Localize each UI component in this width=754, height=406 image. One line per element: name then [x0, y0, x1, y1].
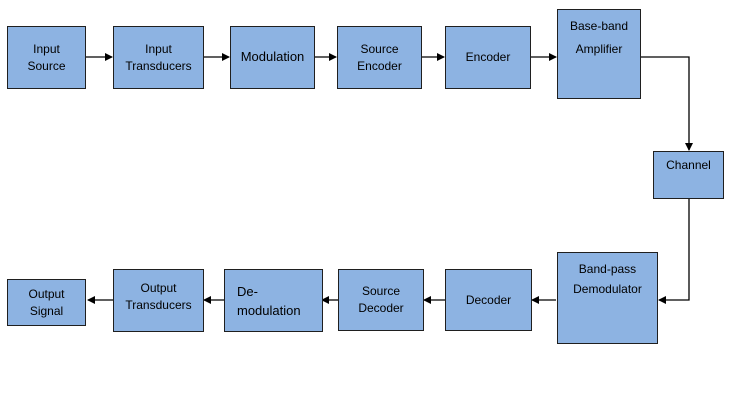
source-decoder-block: Source Decoder — [338, 269, 424, 331]
decoder-block: Decoder — [445, 269, 532, 331]
source-encoder-block: Source Encoder — [337, 26, 422, 89]
arrow-channel-to-bandpass-demodulator — [658, 199, 690, 304]
baseband-amplifier-block: Base-band Amplifier — [557, 9, 641, 99]
output-transducers-block: Output Transducers — [113, 269, 204, 332]
output-signal-block: Output Signal — [7, 279, 86, 326]
modulation-block: Modulation — [230, 26, 315, 89]
demodulation-block: De- modulation — [224, 269, 323, 332]
arrow-baseband-amplifier-to-channel — [641, 56, 693, 151]
channel-block: Channel — [653, 151, 724, 199]
input-transducers-block: Input Transducers — [113, 26, 204, 89]
input-source-block: Input Source — [7, 26, 86, 89]
bandpass-demodulator-block: Band-pass Demodulator — [557, 252, 658, 344]
encoder-block: Encoder — [445, 26, 531, 89]
